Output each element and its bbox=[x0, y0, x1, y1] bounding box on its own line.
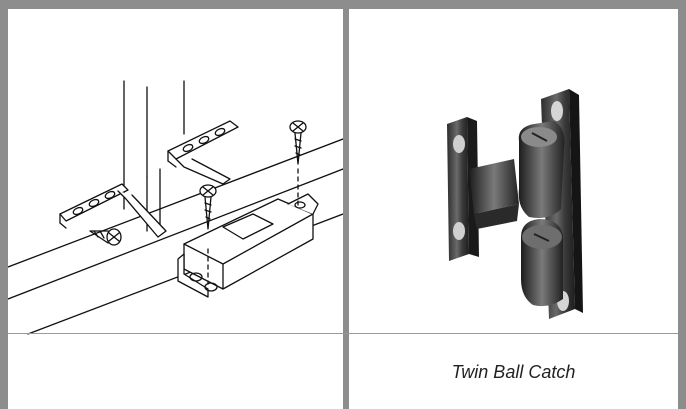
left-border bbox=[0, 0, 8, 409]
screw-icon bbox=[289, 120, 307, 210]
screw-icon bbox=[89, 228, 122, 246]
twin-ball-catch-icon bbox=[447, 89, 583, 319]
cabinet-edge-line bbox=[8, 138, 343, 268]
magnetic-catch-icon bbox=[177, 193, 319, 298]
strike-plate-icon bbox=[59, 183, 167, 238]
ball-catch-body-icon bbox=[518, 89, 583, 319]
strike-icon bbox=[447, 117, 519, 261]
catch-caption: Twin Ball Catch bbox=[451, 362, 576, 382]
center-divider bbox=[343, 0, 349, 409]
caption-divider bbox=[8, 333, 678, 334]
cabinet-edge-line bbox=[8, 168, 343, 300]
strike-plate-icon bbox=[167, 120, 239, 185]
illustration-svg bbox=[8, 80, 343, 335]
twin-ball-catch-illustration bbox=[349, 9, 678, 409]
magnetic-catch-illustration bbox=[8, 9, 343, 409]
screw-icon bbox=[199, 184, 217, 285]
right-border bbox=[678, 0, 686, 409]
